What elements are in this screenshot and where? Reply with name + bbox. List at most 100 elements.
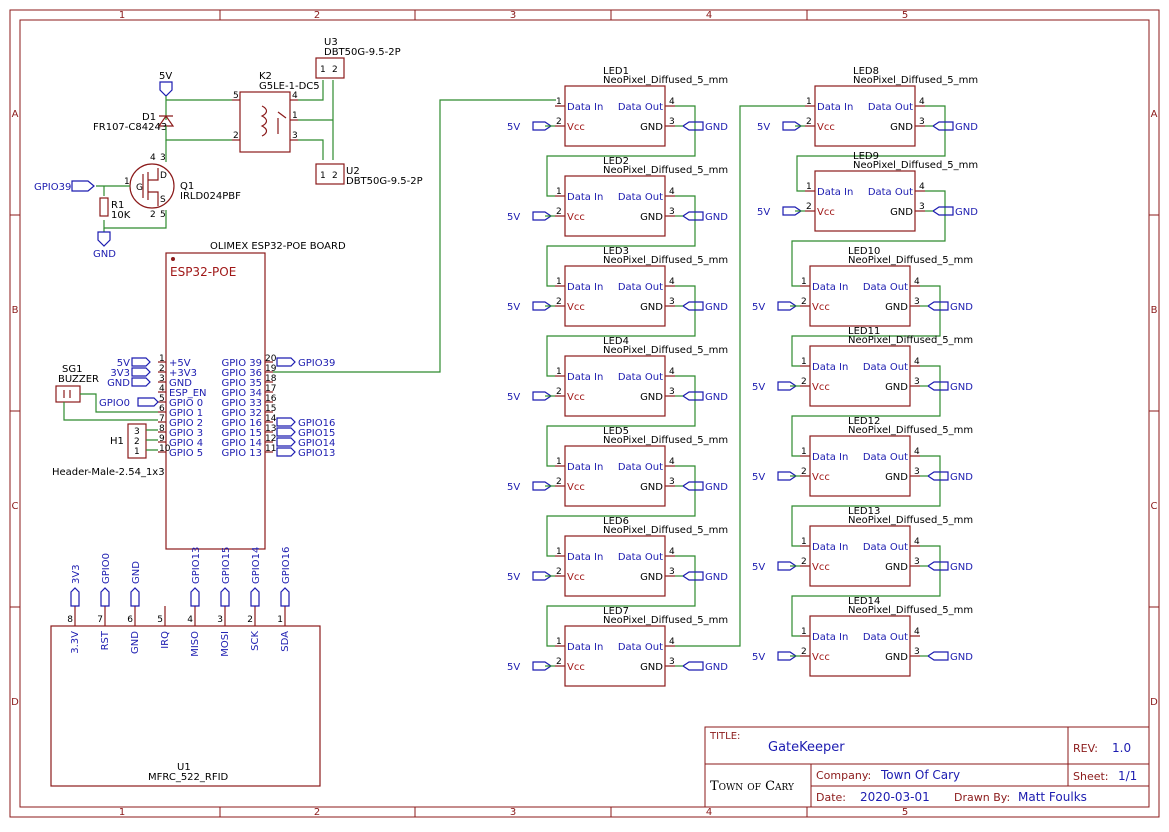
gnd-port-icon [926,471,949,481]
board-label: OLIMEX ESP32-POE BOARD [210,241,346,252]
pin-number: 3 [669,657,675,667]
gnd-port-icon [926,381,949,391]
net-label: GND [950,472,973,483]
pin-name: GND [890,207,913,218]
header-h1: 3 2 1 H1 Header-Male-2.54_1x3 [52,423,165,478]
pin-number: 4 [669,187,675,197]
gnd-port-icon [926,301,949,311]
pin-name: GND [640,482,663,493]
net-flag-icon [131,367,151,377]
net-label: 5V [507,302,520,313]
relay-ref: K2 [259,71,272,82]
pin-number: 4 [669,97,675,107]
relay-section: 5V D1 FR107-C84243 5 2 1 4 3 K2 [34,37,423,260]
pin-number: 2 [556,117,562,127]
net-label: GPIO14 [251,547,262,584]
pin-name: GND [640,122,663,133]
pin-name: GPIO 14 [221,438,262,449]
net-flag-icon [190,587,200,607]
wire-data-to-led1 [273,99,556,373]
led-chain-wires [546,105,946,647]
pin-number: 8 [159,424,165,434]
terminal-body [315,57,345,79]
led-ref: LED3 [603,246,629,257]
pin-number: 1 [801,357,807,367]
net-flag-icon [71,180,95,192]
led-ref: LED9 [853,151,879,162]
pin-name: Data Out [868,187,913,198]
pin-name: GPIO 35 [221,378,262,389]
pin-number: 7 [97,615,103,625]
pin-number: 2 [332,65,338,75]
pin-number: 6 [159,404,165,414]
net-label: GPIO39 [298,358,335,369]
led-ref: LED14 [848,596,880,607]
pin-name: GND [640,392,663,403]
wire-led-chain [546,285,696,377]
net-flag-icon [777,561,798,571]
grid-row-label: D [1150,697,1158,708]
led-body [814,85,916,147]
pin-number: 5 [160,210,166,220]
title-block-frame [704,726,1150,808]
pin-number: 1 [556,457,562,467]
terminal-u3: 1 2 U3 DBT50G-9.5-2P [315,37,401,79]
relay-body [239,91,291,153]
pin-number: 1 [320,65,326,75]
pin-number: 3 [914,377,920,387]
pin-name: Data Out [618,552,663,563]
pin1-marker-icon [171,257,175,261]
pin-number: 1 [806,182,812,192]
pin-name: GPIO 36 [221,368,262,379]
pin-number: 3 [919,117,925,127]
net-label: GPIO15 [298,428,335,439]
net-flag-icon [532,301,553,311]
company-value: Town Of Cary [880,768,960,782]
wire [63,393,158,421]
pin-name: GND [640,302,663,313]
pin-number: 3 [134,427,140,437]
pin-number: 4 [919,182,925,192]
pin-name: GPIO 15 [221,428,262,439]
led-value: NeoPixel_Diffused_5_mm [848,515,973,526]
pin-number: 2 [556,477,562,487]
pin-name: +3V3 [169,368,197,379]
net-label: GND [705,662,728,673]
pin-name: GPIO 1 [169,408,203,419]
drawn-value: Matt Foulks [1018,790,1087,804]
terminal-value: DBT50G-9.5-2P [324,47,401,58]
pin-name: GND [885,652,908,663]
gnd-port-icon [681,571,704,581]
relay-value: G5LE-1-DC5 [259,81,320,92]
net-flag-icon [276,357,296,367]
pin-number: 1 [134,447,140,457]
pin-name: Data Out [618,192,663,203]
pin-number: 2 [556,567,562,577]
wire [298,80,324,101]
net-flag-icon [777,471,798,481]
pin-number: 3 [159,374,165,384]
title-value: GateKeeper [768,740,845,755]
pin-letter: D [160,171,167,181]
pin-name: GND [169,378,192,389]
pin-number: 4 [919,97,925,107]
date-label: Date: [816,791,846,804]
wire-led-chain [791,365,941,457]
led-body [564,625,666,687]
net-label: 5V [752,472,765,483]
title-block: TITLE: GateKeeper REV: 1.0 Town of Cary … [704,726,1150,808]
pin-name: Vcc [817,207,835,218]
grid-column-label: 5 [902,10,908,21]
net-label: 5V [752,302,765,313]
wire-led-chain [791,285,941,367]
led-value: NeoPixel_Diffused_5_mm [603,525,728,536]
pin-name: GPIO 0 [169,398,203,409]
net-flag-icon [276,427,296,437]
wire [298,139,324,160]
wire-led-chain [796,105,946,192]
pin-name: Data In [567,642,603,653]
pin-number: 4 [159,384,165,394]
